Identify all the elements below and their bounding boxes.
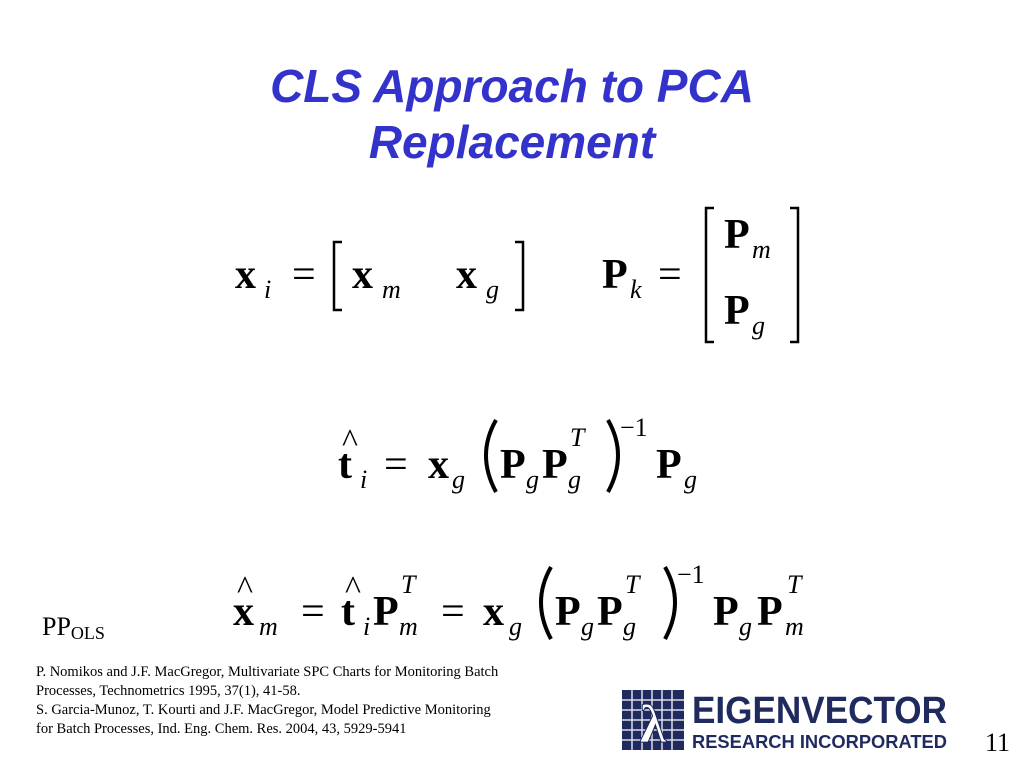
reference-line: P. Nomikos and J.F. MacGregor, Multivari… bbox=[36, 664, 499, 680]
eq-equals: = bbox=[658, 252, 682, 298]
title-line-2: Replacement bbox=[368, 116, 656, 168]
eq-P: P bbox=[724, 212, 750, 258]
eq-x: x bbox=[483, 589, 504, 635]
eq-equals: = bbox=[292, 252, 316, 298]
left-bracket bbox=[332, 240, 342, 312]
eq-x: x bbox=[428, 442, 449, 488]
eq-sub-g: g bbox=[623, 612, 636, 641]
left-paren bbox=[539, 566, 553, 640]
logo-subtitle: RESEARCH INCORPORATED bbox=[692, 732, 947, 752]
eq-x: x bbox=[233, 589, 254, 635]
eq-sub-i: i bbox=[264, 275, 271, 304]
eq-hat: ^ bbox=[342, 423, 358, 460]
eq-P: P bbox=[602, 252, 628, 298]
eq-sup-inverse: −1 bbox=[620, 413, 648, 442]
eq-P: P bbox=[373, 589, 399, 635]
eq-x: x bbox=[235, 252, 256, 298]
references: P. Nomikos and J.F. MacGregor, Multivari… bbox=[36, 663, 596, 739]
equation-xi-definition: x i = x m x g bbox=[230, 230, 540, 320]
eq-P: P bbox=[500, 442, 526, 488]
left-paren bbox=[484, 419, 498, 493]
eq-sub-i: i bbox=[363, 612, 370, 641]
eq-x: x bbox=[456, 252, 477, 298]
eq-equals: = bbox=[441, 589, 465, 635]
eq-sub-g: g bbox=[739, 612, 752, 641]
eq-sub-m: m bbox=[752, 235, 771, 264]
title-line-1: CLS Approach to PCA bbox=[270, 60, 754, 112]
eq-sub-g: g bbox=[526, 465, 539, 494]
eq-sub-g: g bbox=[581, 612, 594, 641]
eq-P: P bbox=[542, 442, 568, 488]
reference-line: for Batch Processes, Ind. Eng. Chem. Res… bbox=[36, 721, 407, 737]
right-bracket bbox=[790, 206, 800, 344]
eq-sub-g: g bbox=[509, 612, 522, 641]
eigenvector-logo: λ EIGENVECTOR RESEARCH INCORPORATED bbox=[622, 686, 952, 755]
pp-ols-label: PPOLS bbox=[42, 612, 105, 648]
eq-hat: ^ bbox=[345, 570, 361, 607]
slide-title: CLS Approach to PCA Replacement bbox=[0, 58, 1024, 170]
logo-mark: λ bbox=[622, 690, 684, 755]
eq-sub-m: m bbox=[785, 612, 804, 641]
eq-sub-g: g bbox=[452, 465, 465, 494]
eq-equals: = bbox=[301, 589, 325, 635]
eq-x: x bbox=[352, 252, 373, 298]
eq-sub-m: m bbox=[382, 275, 401, 304]
pp-text: PP bbox=[42, 612, 71, 641]
left-bracket bbox=[704, 206, 714, 344]
eq-sub-g: g bbox=[684, 465, 697, 494]
eq-sup-T: T bbox=[625, 570, 641, 599]
eq-P: P bbox=[713, 589, 739, 635]
pp-subscript: OLS bbox=[70, 623, 105, 643]
eq-sub-m: m bbox=[259, 612, 278, 641]
eq-sup-T: T bbox=[787, 570, 803, 599]
eq-t: t bbox=[338, 442, 352, 488]
eq-sub-g: g bbox=[752, 311, 765, 340]
eq-sub-g: g bbox=[486, 275, 499, 304]
eq-P: P bbox=[757, 589, 783, 635]
equation-pk-definition: P k = P m P g bbox=[600, 200, 820, 350]
eq-sub-g: g bbox=[568, 465, 581, 494]
eq-sub-i: i bbox=[360, 465, 367, 494]
right-paren bbox=[663, 566, 677, 640]
reference-line: S. Garcia-Munoz, T. Kourti and J.F. MacG… bbox=[36, 702, 491, 718]
lambda-icon: λ bbox=[640, 694, 667, 754]
eq-sup-T: T bbox=[570, 423, 586, 452]
right-bracket bbox=[515, 240, 525, 312]
eq-hat: ^ bbox=[237, 570, 253, 607]
eq-P: P bbox=[656, 442, 682, 488]
right-paren bbox=[606, 419, 620, 493]
eq-P: P bbox=[597, 589, 623, 635]
eq-sub-m: m bbox=[399, 612, 418, 641]
equation-t-hat: ^ t i = x g P g P T g −1 P g bbox=[330, 400, 710, 510]
reference-line: Processes, Technometrics 1995, 37(1), 41… bbox=[36, 683, 301, 699]
eq-P: P bbox=[724, 288, 750, 334]
page-number: 11 bbox=[984, 728, 1010, 757]
eq-sup-inverse: −1 bbox=[677, 560, 705, 589]
eq-P: P bbox=[555, 589, 581, 635]
eq-t: t bbox=[341, 589, 355, 635]
logo-wordmark: EIGENVECTOR bbox=[692, 690, 947, 732]
eq-equals: = bbox=[384, 442, 408, 488]
eq-sub-k: k bbox=[630, 275, 642, 304]
eq-sup-T: T bbox=[401, 570, 417, 599]
equation-x-hat: ^ x m = ^ t i P T m = x g P g P T g −1 P… bbox=[225, 545, 825, 655]
